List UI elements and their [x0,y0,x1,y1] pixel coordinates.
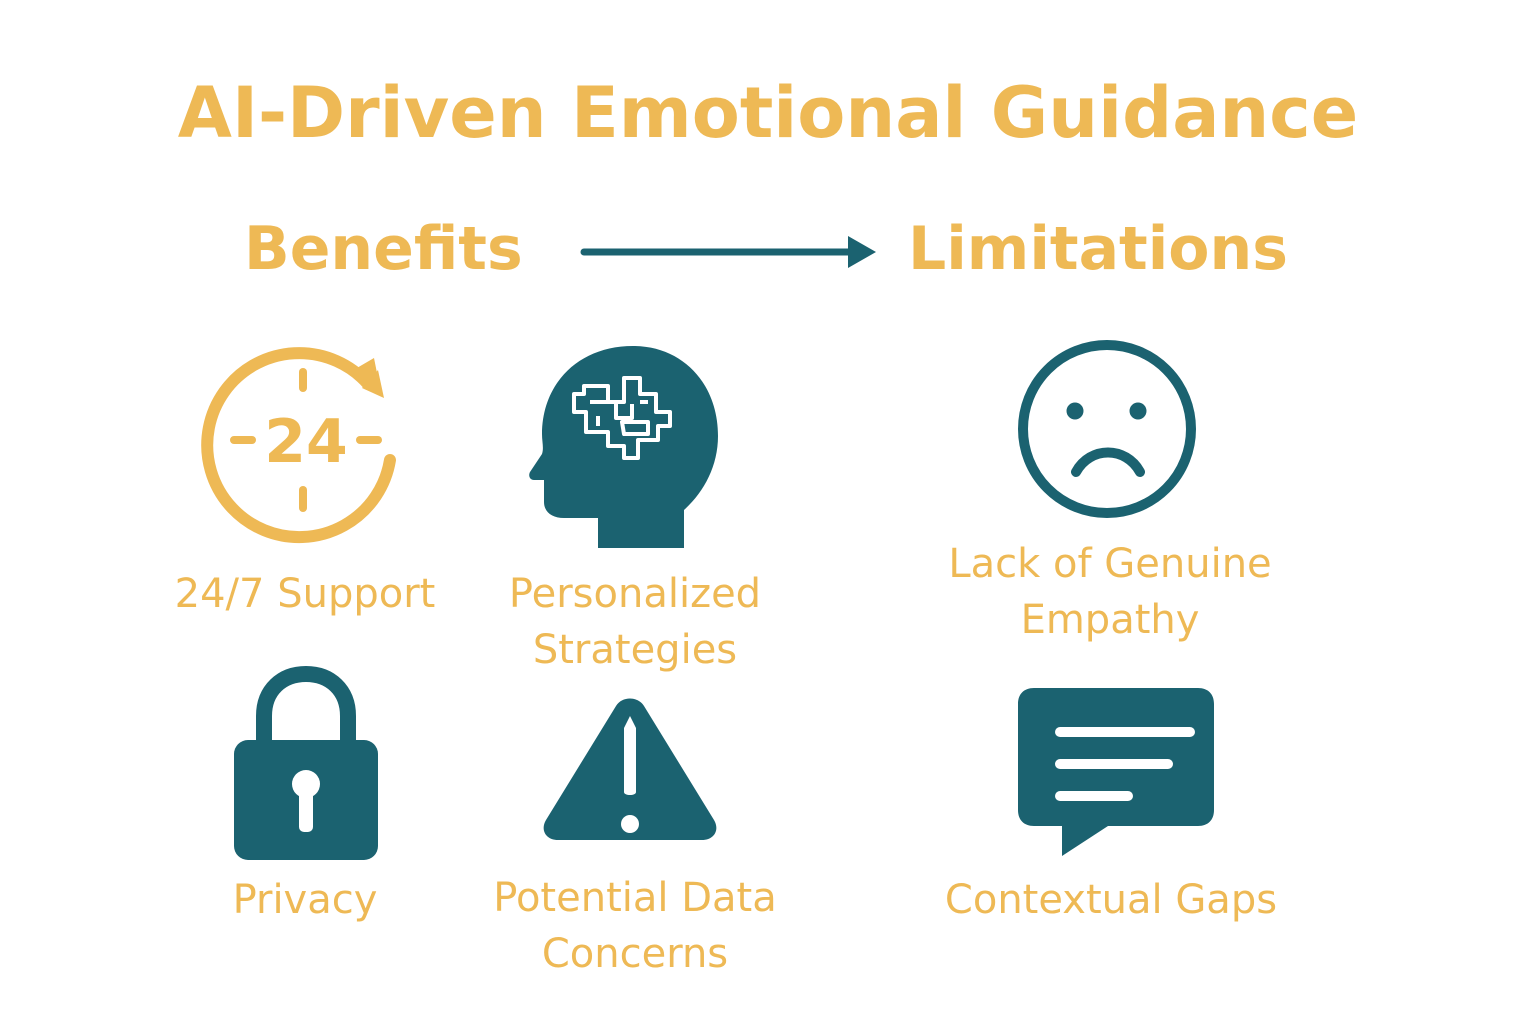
page-title: AI-Driven Emotional Guidance [177,72,1359,154]
padlock-icon [234,666,378,860]
empathy-label-line1: Lack of Genuine [948,541,1272,587]
contextual-label-text: Contextual Gaps [944,877,1278,923]
personalized-label: Personalized Strategies [470,566,800,678]
privacy-label: Privacy [200,872,410,928]
empathy-label: Lack of Genuine Empathy [910,536,1310,648]
support-label-text: 24/7 Support [174,571,436,617]
data-concerns-label-line1: Potential Data [493,875,777,921]
benefits-heading: Benefits [244,214,523,284]
data-concerns-label: Potential Data Concerns [460,870,810,982]
data-concerns-label-line2: Concerns [541,931,729,977]
speech-bubble-icon [1018,688,1214,856]
empathy-label-line2: Empathy [1020,597,1200,643]
contextual-label: Contextual Gaps [906,872,1316,928]
head-brain-icon [529,346,718,548]
limitations-heading: Limitations [908,214,1288,284]
support-label: 24/7 Support [150,566,460,622]
personalized-label-line1: Personalized [508,571,762,617]
right-arrow-icon [580,236,876,268]
personalized-label-line2: Strategies [532,627,738,673]
clock-24-number: 24 [264,407,348,477]
sad-face-icon [1018,340,1196,518]
privacy-label-text: Privacy [232,877,378,923]
clock-24-icon: 24 [201,347,396,544]
warning-icon [543,698,717,840]
